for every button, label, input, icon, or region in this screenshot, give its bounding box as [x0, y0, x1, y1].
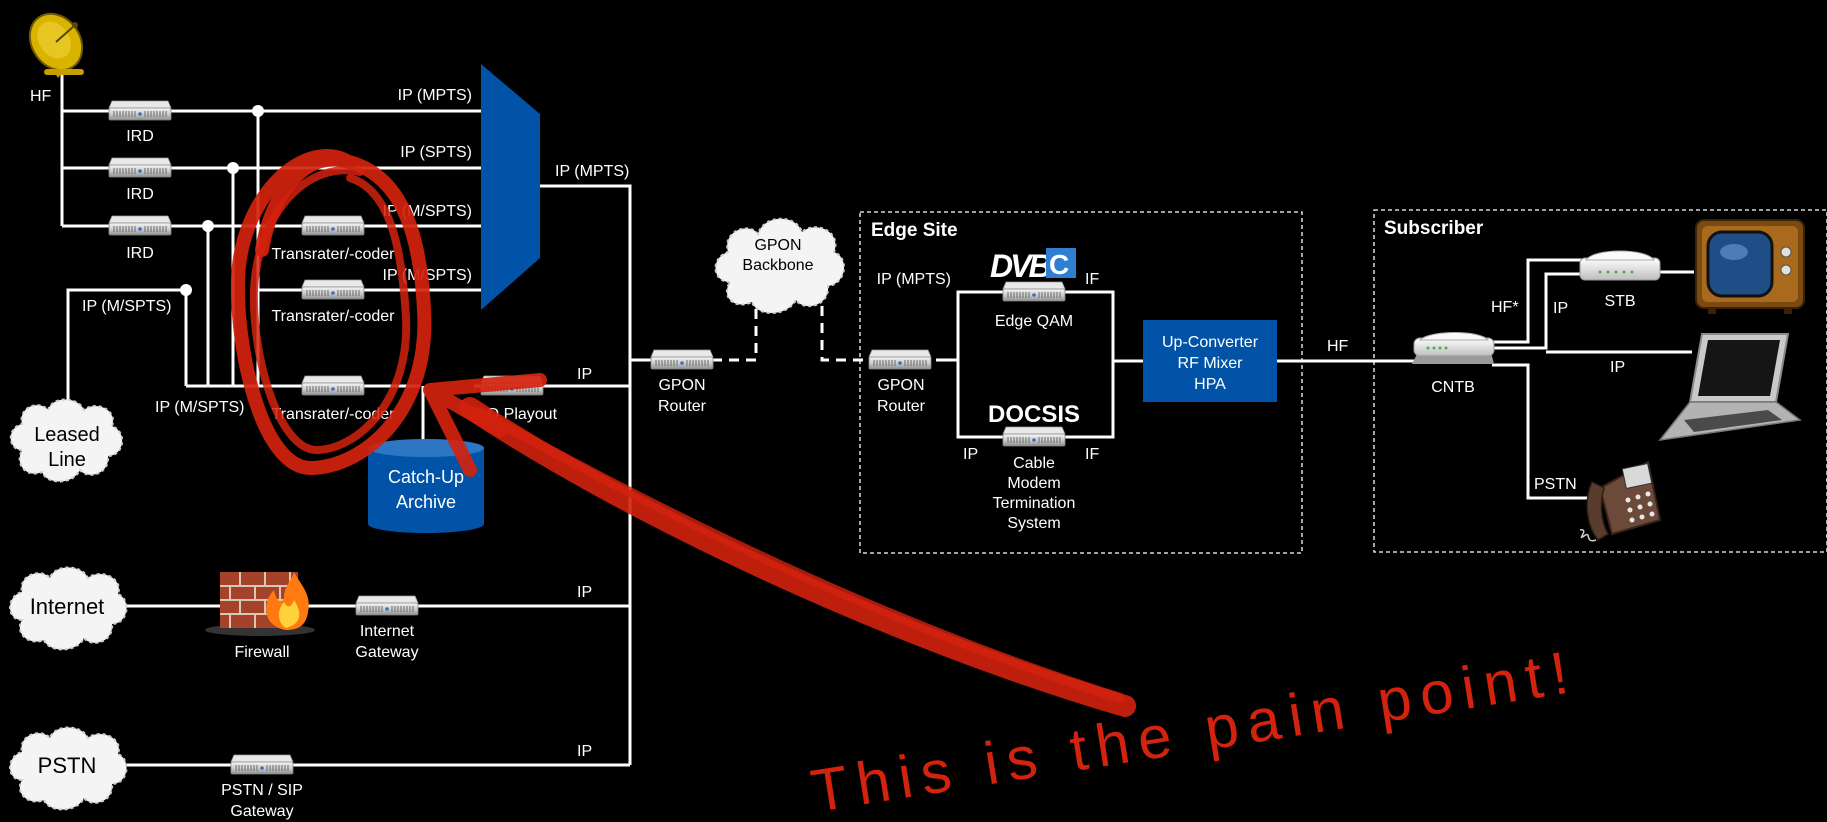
cmts-input-label: IP — [963, 446, 978, 463]
cmts-device-icon — [1002, 426, 1066, 447]
leased-line-cloud-icon — [9, 398, 123, 483]
edge-site-title: Edge Site — [871, 220, 958, 241]
telephone-icon — [1579, 460, 1662, 542]
satellite-dish-icon — [28, 12, 84, 78]
upconverter-label: Up-Converter — [1162, 334, 1259, 351]
gpon-backbone-cloud-icon — [714, 217, 845, 314]
stream-label: IP (M/SPTS) — [155, 399, 245, 416]
leased-line-label: Line — [48, 449, 86, 471]
pain-point-text: This is the pain point! — [807, 638, 1582, 822]
cmts-label: System — [1007, 515, 1060, 532]
upconverter-label: RF Mixer — [1178, 355, 1244, 372]
stream-label: IP — [577, 743, 592, 760]
stb-device-icon — [1579, 250, 1661, 281]
svg-text:DVB: DVB — [990, 248, 1050, 284]
transrater-device-icon — [301, 375, 365, 396]
satellite-label: HF — [30, 88, 52, 105]
subscriber-title: Subscriber — [1384, 218, 1484, 239]
pstn-gateway-label: PSTN / SIP — [221, 782, 303, 799]
pstn-gateway-device-icon — [230, 754, 294, 775]
edge-gpon-router-label: Router — [877, 398, 926, 415]
pstn-cloud-icon — [9, 726, 128, 811]
hf-link-label: HF — [1327, 338, 1349, 355]
transrater-device-icon — [301, 279, 365, 300]
hf-star-label: HF* — [1491, 299, 1519, 316]
multiplexer-shape — [481, 64, 540, 310]
edge-qam-input-label: IP (MPTS) — [877, 271, 951, 288]
internet-gateway-label: Gateway — [355, 644, 418, 661]
cmts-label: Cable — [1013, 455, 1055, 472]
internet-gateway-label: Internet — [360, 623, 415, 640]
cntb-label: CNTB — [1431, 379, 1475, 396]
gpon-backbone-label: GPON — [754, 237, 801, 254]
firewall-icon — [205, 572, 315, 636]
transrater-label: Transrater/-coder — [272, 406, 396, 423]
ird-label: IRD — [126, 245, 154, 262]
laptop-ip-label: IP — [1610, 359, 1625, 376]
stb-ip-label: IP — [1553, 300, 1568, 317]
pstn-phone-label: PSTN — [1534, 476, 1577, 493]
gpon-router-label: GPON — [658, 377, 705, 394]
laptop-icon — [1658, 333, 1802, 442]
catchup-archive-label: Archive — [396, 492, 456, 512]
edge-gpon-router-label: GPON — [877, 377, 924, 394]
subscriber-box — [1373, 209, 1827, 553]
stream-label: IP (SPTS) — [400, 144, 472, 161]
stream-label: IP (M/SPTS) — [82, 298, 172, 315]
cmts-output-label: IF — [1085, 446, 1099, 463]
internet-cloud-icon — [9, 566, 128, 651]
cntb-device-icon — [1412, 332, 1495, 364]
gpon-router-device-icon — [650, 349, 714, 370]
ird-device-icon — [108, 215, 172, 236]
pain-point-annotation — [230, 149, 1136, 717]
junction-dots — [180, 105, 264, 296]
stream-label: IP — [577, 584, 592, 601]
ird-label: IRD — [126, 186, 154, 203]
cmts-label: Termination — [993, 495, 1076, 512]
stream-label: IP — [577, 366, 592, 383]
docsis-label: DOCSIS — [988, 401, 1080, 428]
transrater-label: Transrater/-coder — [272, 246, 396, 263]
internet-label: Internet — [30, 594, 105, 619]
cmts-label: Modem — [1007, 475, 1060, 492]
edge-gpon-router-device-icon — [868, 349, 932, 370]
svg-text:C: C — [1049, 249, 1069, 280]
firewall-label: Firewall — [234, 644, 289, 661]
pstn-gateway-label: Gateway — [230, 803, 293, 820]
stream-label: IP (MPTS) — [398, 87, 472, 104]
gpon-router-label: Router — [658, 398, 707, 415]
edge-qam-label: Edge QAM — [995, 313, 1073, 330]
stb-label: STB — [1604, 293, 1635, 310]
edge-qam-output-label: IF — [1085, 271, 1099, 288]
edge-qam-device-icon — [1002, 281, 1066, 302]
internet-gateway-device-icon — [355, 595, 419, 616]
transrater-device-icon — [301, 215, 365, 236]
dvb-c-logo: DVB C — [990, 248, 1076, 284]
ird-device-icon — [108, 100, 172, 121]
catchup-archive-label: Catch-Up — [388, 467, 464, 487]
gpon-backbone-label: Backbone — [742, 257, 813, 274]
stream-label: IP (MPTS) — [555, 163, 629, 180]
connection-lines — [60, 70, 1694, 767]
leased-line-label: Leased — [34, 424, 100, 446]
upconverter-box — [1143, 320, 1277, 402]
edge-site-box — [859, 211, 1303, 554]
television-icon — [1695, 219, 1805, 314]
ird-device-icon — [108, 157, 172, 178]
ird-label: IRD — [126, 128, 154, 145]
transrater-label: Transrater/-coder — [272, 308, 396, 325]
pstn-label: PSTN — [38, 753, 97, 778]
upconverter-label: HPA — [1194, 376, 1226, 393]
